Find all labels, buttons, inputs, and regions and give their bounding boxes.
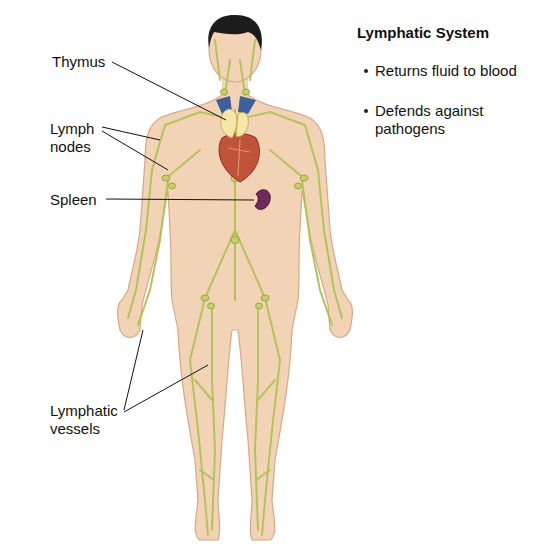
organ-label: Spleen: [50, 191, 97, 209]
function-item: Returns fluid to blood: [364, 62, 525, 80]
leader-lines: [102, 62, 254, 412]
bullet-dot: [364, 109, 368, 113]
organ-label: Thymus: [52, 53, 105, 71]
panel-title: Lymphatic System: [357, 24, 527, 42]
lymphatic-vessels: [128, 40, 342, 535]
heart-detail: [228, 140, 250, 176]
organ-label: Lymphatic vessels: [50, 402, 124, 438]
heart: [219, 134, 259, 183]
bullet-dot: [364, 69, 368, 73]
lymph-node-clusters: [162, 89, 308, 309]
body-outline: [118, 95, 353, 540]
spleen: [255, 190, 270, 210]
thymus: [221, 109, 249, 138]
function-item: Defends against pathogens: [364, 102, 525, 138]
organ-label: Lymph nodes: [50, 120, 102, 156]
